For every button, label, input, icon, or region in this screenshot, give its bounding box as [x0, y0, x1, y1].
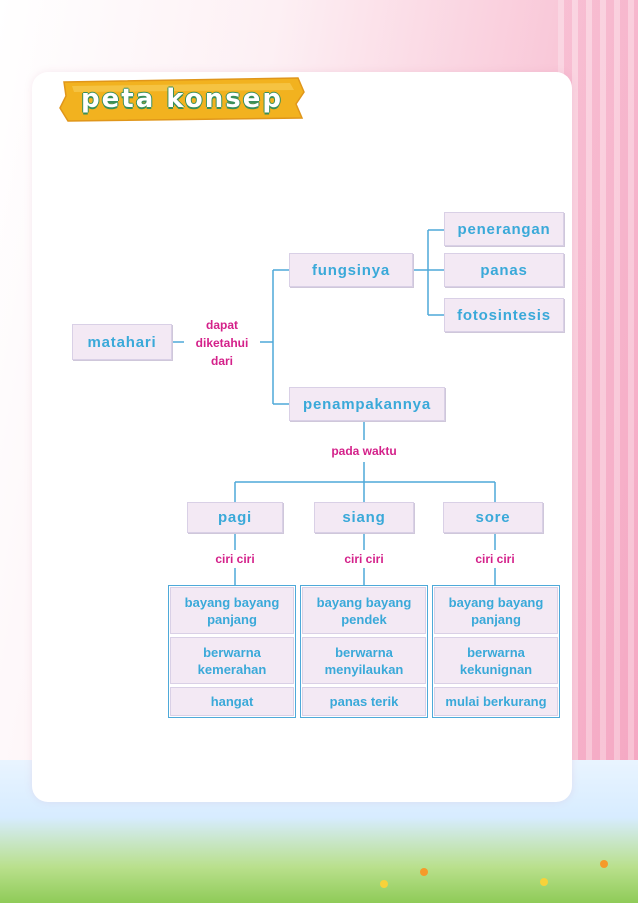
flower-decoration: [380, 880, 388, 888]
trait-noon-color: berwarna menyilaukan: [302, 637, 426, 684]
root-node: matahari: [72, 324, 172, 360]
trait-morning-temperature: hangat: [170, 687, 294, 716]
time-node-afternoon: sore: [443, 502, 543, 533]
trait-morning-shadow: bayang bayang panjang: [170, 587, 294, 634]
flower-decoration: [540, 878, 548, 886]
time-node-morning: pagi: [187, 502, 283, 533]
appearance-branch-node: penampakannya: [289, 387, 445, 421]
traits-frame-afternoon: [432, 585, 560, 718]
flower-decoration: [420, 868, 428, 876]
time-node-noon: siang: [314, 502, 414, 533]
trait-afternoon-temperature: mulai berkurang: [434, 687, 558, 716]
trait-noon-temperature: panas terik: [302, 687, 426, 716]
traits-link-label-morning: ciri ciri: [215, 552, 255, 566]
function-node-heat: panas: [444, 253, 564, 287]
flower-decoration: [600, 860, 608, 868]
function-branch-node: fungsinya: [289, 253, 413, 287]
page-title: peta konsep: [81, 84, 283, 114]
trait-noon-shadow: bayang bayang pendek: [302, 587, 426, 634]
trait-morning-color: berwarna kemerahan: [170, 637, 294, 684]
traits-link-label-noon: ciri ciri: [344, 552, 384, 566]
traits-link-label-afternoon: ciri ciri: [475, 552, 515, 566]
root-link-label: dapat diketahui dari: [195, 318, 249, 368]
traits-frame-morning: [168, 585, 296, 718]
trait-afternoon-shadow: bayang bayang panjang: [434, 587, 558, 634]
trait-afternoon-color: berwarna kekunignan: [434, 637, 558, 684]
time-link-label: pada waktu: [331, 444, 397, 458]
function-node-photosynthesis: fotosintesis: [444, 298, 564, 332]
title-board: [59, 77, 305, 122]
traits-frame-noon: [300, 585, 428, 718]
function-node-lighting: penerangan: [444, 212, 564, 246]
